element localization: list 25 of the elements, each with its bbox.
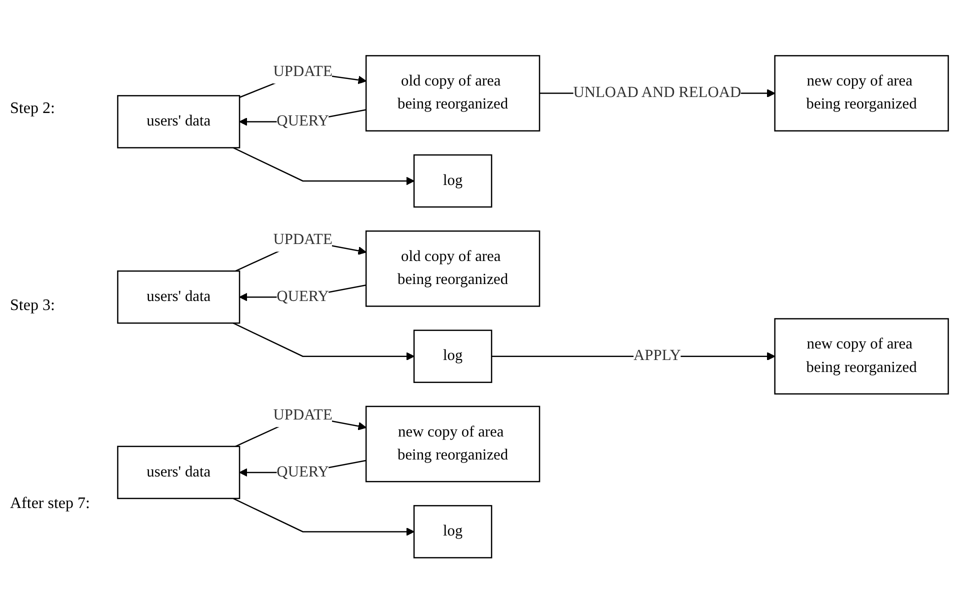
node-box: new copy of area being reorganized bbox=[774, 54, 949, 132]
node-box: new copy of area being reorganized bbox=[365, 406, 540, 482]
step-label: Step 3: bbox=[10, 297, 56, 316]
edge-label: UPDATE bbox=[273, 63, 332, 80]
node-box: users' data bbox=[117, 94, 240, 148]
step-label: After step 7: bbox=[10, 495, 91, 514]
edge-label: QUERY bbox=[276, 112, 329, 130]
node-box: log bbox=[413, 329, 492, 383]
edge-label: UPDATE bbox=[273, 231, 332, 248]
node-box: log bbox=[413, 504, 492, 558]
node-box: users' data bbox=[117, 270, 240, 324]
step-label: Step 2: bbox=[10, 100, 56, 118]
node-box: old copy of area being reorganized bbox=[365, 230, 540, 307]
node-box: old copy of area being reorganized bbox=[365, 54, 540, 132]
arrow bbox=[232, 322, 414, 360]
node-box: log bbox=[413, 154, 492, 208]
node-box: new copy of area being reorganized bbox=[774, 318, 949, 394]
edge-label: UPDATE bbox=[273, 406, 332, 424]
edge-label: QUERY bbox=[276, 464, 329, 480]
node-box: users' data bbox=[117, 446, 240, 499]
edge-label: QUERY bbox=[276, 288, 329, 305]
arrow bbox=[232, 146, 414, 185]
arrow bbox=[232, 498, 414, 536]
edge-label: UNLOAD AND RELOAD bbox=[573, 84, 742, 101]
edge-label: APPLY bbox=[634, 347, 681, 364]
